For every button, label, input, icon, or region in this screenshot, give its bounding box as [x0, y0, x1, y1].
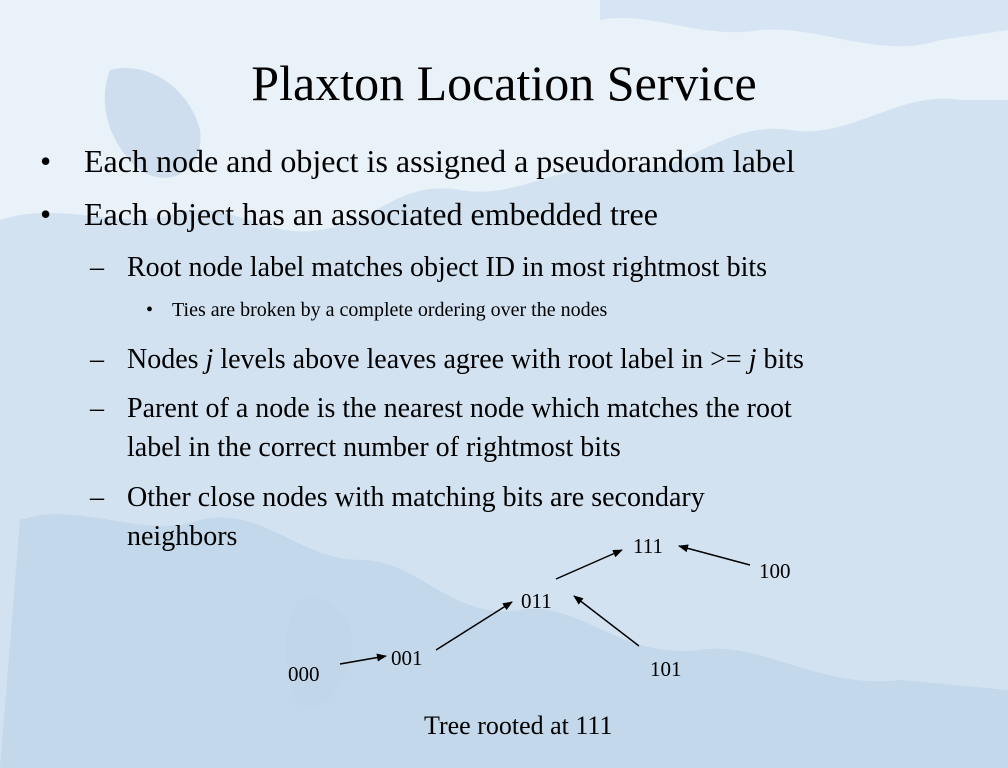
bullet-text: Each object has an associated embedded t…	[84, 196, 658, 232]
arrow-100-to-111	[678, 544, 751, 566]
arrow-101-to-011	[573, 595, 640, 647]
dash-symbol: –	[90, 482, 104, 513]
text-part: bits	[756, 344, 804, 375]
bullet-symbol: •	[146, 299, 154, 321]
sub-item-text: Root node label matches object ID in mos…	[127, 252, 768, 283]
tree-node-001: 001	[391, 646, 423, 670]
italic-j: j	[748, 344, 757, 375]
sub-item-text-line1: Parent of a node is the nearest node whi…	[127, 393, 792, 424]
italic-j: j	[205, 344, 214, 375]
text-part: levels above leaves agree with root labe…	[213, 344, 749, 375]
tree-node-101: 101	[650, 657, 682, 681]
dash-symbol: –	[90, 252, 104, 283]
dash-symbol: –	[90, 393, 104, 424]
sub-item-text-line2: neighbors	[127, 521, 238, 552]
sub-item-text-line1: Other close nodes with matching bits are…	[127, 482, 705, 513]
dash-symbol: –	[90, 344, 104, 375]
sub-sub-item-text: Ties are broken by a complete ordering o…	[172, 299, 608, 321]
bullet-text: Each node and object is assigned a pseud…	[84, 143, 795, 179]
arrow-001-to-011	[435, 601, 513, 651]
tree-node-111: 111	[633, 534, 663, 558]
tree-node-000: 000	[288, 662, 320, 686]
bullet-symbol: •	[40, 196, 52, 232]
tree-caption: Tree rooted at 111	[424, 711, 613, 740]
sub-item-text-line2: label in the correct number of rightmost…	[127, 432, 621, 463]
sub-item-text: Nodes j levels above leaves agree with r…	[127, 343, 804, 377]
tree-node-011: 011	[521, 589, 552, 613]
bullet-symbol: •	[40, 143, 52, 179]
arrow-000-to-001	[339, 653, 387, 665]
tree-node-100: 100	[759, 559, 791, 583]
text-part: Nodes	[127, 344, 206, 375]
slide-title: Plaxton Location Service	[251, 55, 757, 111]
arrow-011-to-111	[555, 549, 623, 580]
